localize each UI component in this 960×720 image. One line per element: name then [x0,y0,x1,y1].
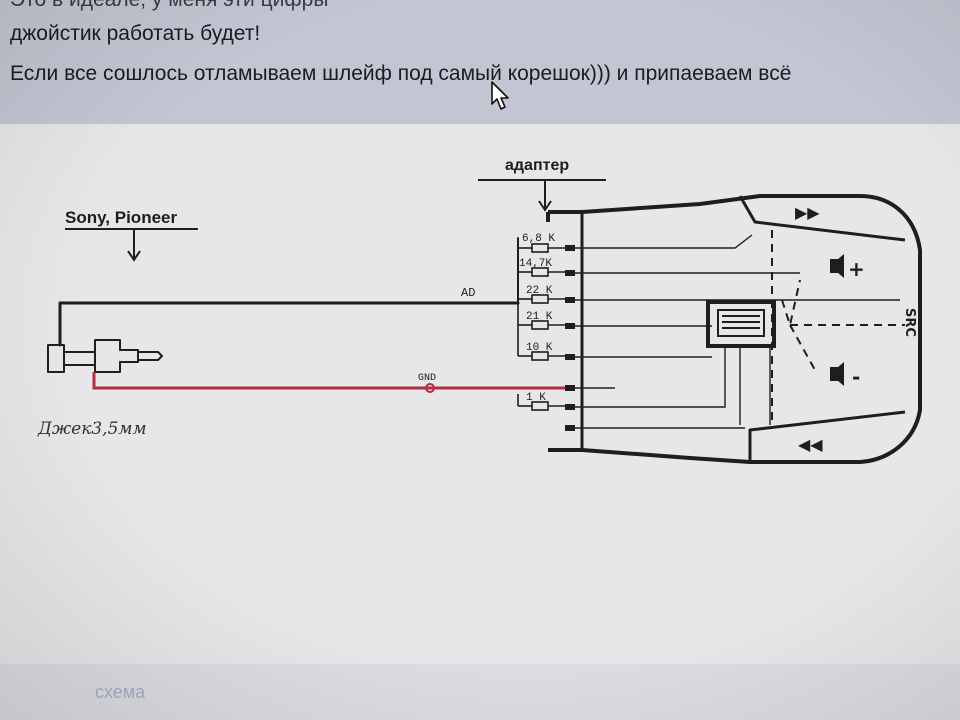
source-arrow-icon [127,229,141,262]
joystick-body [546,194,922,464]
center-button [706,300,776,348]
vol-down-label: - [852,365,860,389]
jack-sleeve [47,344,65,373]
gnd-wire [92,372,575,390]
post-text-area: Это в идеале, у меня эти цифры джойстик … [0,0,960,124]
resistor-label-6: 1 K [526,392,546,404]
gnd-node [425,383,435,393]
adapter-arrow-icon [538,180,552,212]
mouse-cursor-icon [491,81,509,110]
ad-label: AD [461,286,475,300]
next-track-icon: ▶▶ [795,203,820,222]
image-caption: схема [95,682,146,702]
ad-wire [58,301,520,347]
source-button-label: SRC [902,308,917,337]
resistor-label-1: 6,8 K [522,233,555,245]
source-label: Sony, Pioneer [65,208,177,227]
resistor-label-3: 22 K [526,285,553,297]
schematic-image[interactable]: Sony, Pioneer адаптер AD GND [0,124,960,664]
gnd-label: GND [418,373,436,384]
connector-pins [565,245,575,431]
jack-plug-body [94,339,139,373]
vol-up-label: + [848,257,865,281]
jack-tip [137,351,163,361]
resistor-1 [518,243,570,253]
resistor-label-4: 21 K [526,311,553,323]
adapter-label: адаптер [505,157,569,174]
resistor-label-2: 14,7K [519,258,552,270]
speaker-up-icon [830,254,844,278]
prev-track-icon: ◀◀ [798,435,823,454]
jack-label: Джек3,5мм [37,419,147,439]
speaker-down-icon [830,362,844,386]
post-line-3: Если все сошлось отламываем шлейф под са… [10,62,792,85]
schematic-diagram: Sony, Pioneer адаптер AD GND [37,157,922,464]
post-line-1: Это в идеале, у меня эти цифры [10,0,328,12]
post-line-2: джойстик работать будет! [10,22,261,45]
resistor-ladder [517,243,570,411]
resistor-label-5: 10 K [526,342,553,354]
